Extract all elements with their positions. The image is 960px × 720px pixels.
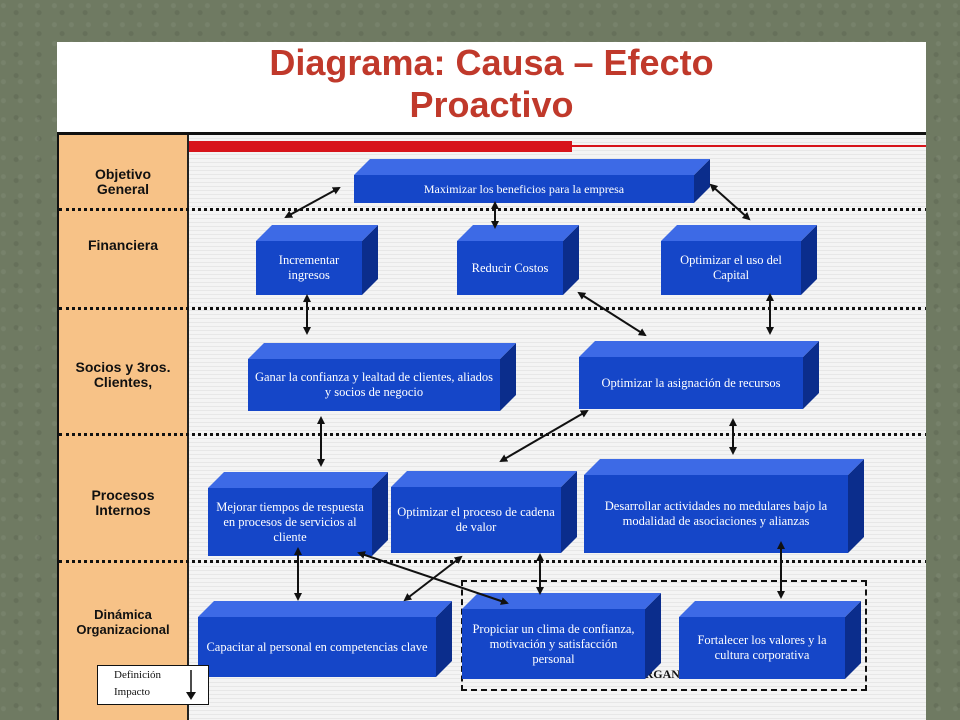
- legend-arrow-icon: [186, 670, 196, 700]
- box-optimizar-recursos: Optimizar la asignación de recursos: [579, 357, 803, 409]
- row-label-dinamica: Dinámica Organizacional: [76, 607, 170, 637]
- box-text: Fortalecer los valores y la cultura corp…: [697, 633, 827, 662]
- title-line-1: Diagrama: Causa – Efecto: [269, 42, 714, 83]
- row-separator: [59, 307, 926, 310]
- box-text: Incrementar ingresos: [278, 253, 340, 282]
- red-accent-bar: [189, 141, 572, 152]
- row-label-financiera: Financiera: [87, 237, 159, 253]
- slide: Diagrama: Causa – Efecto Proactivo Objet…: [57, 42, 926, 720]
- box-reducir-costos: Reducir Costos: [457, 241, 563, 295]
- box-incrementar-ingresos: Incrementar ingresos: [256, 241, 362, 295]
- cause-effect-diagram: Objetivo General Financiera Socios y 3ro…: [57, 132, 926, 720]
- row-label-procesos: Procesos Internos: [91, 487, 155, 518]
- box-text: Desarrollar actividades no medulares baj…: [604, 499, 828, 528]
- legend: Definición Impacto: [97, 665, 209, 705]
- arrow-recursos-cadena: [499, 409, 589, 463]
- box-text: Optimizar el proceso de cadena de valor: [397, 505, 555, 534]
- arrow-cadena-capacitar: [403, 555, 463, 602]
- box-propiciar-clima: Propiciar un clima de confianza, motivac…: [462, 609, 645, 679]
- box-text: Propiciar un clima de confianza, motivac…: [472, 621, 635, 666]
- legend-impacto: Impacto: [114, 686, 151, 698]
- red-accent-line: [572, 145, 926, 147]
- arrow-maximizar-incrementar: [284, 187, 341, 218]
- row-separator: [59, 208, 926, 211]
- box-text: Mejorar tiempos de respuesta en procesos…: [216, 499, 364, 544]
- box-fortalecer-valores: Fortalecer los valores y la cultura corp…: [679, 617, 845, 679]
- box-text: Capacitar al personal en competencias cl…: [206, 639, 428, 654]
- arrow-reducir-recursos: [577, 291, 647, 337]
- row-separator: [59, 560, 926, 563]
- box-text: Optimizar la asignación de recursos: [601, 375, 781, 390]
- box-ganar-confianza: Ganar la confianza y lealtad de clientes…: [248, 359, 500, 411]
- row-separator: [59, 433, 926, 436]
- box-text: Reducir Costos: [471, 260, 549, 275]
- box-maximizar-beneficios: Maximizar los beneficios para la empresa: [354, 175, 694, 203]
- box-desarrollar-actividades: Desarrollar actividades no medulares baj…: [584, 475, 848, 553]
- box-text: Maximizar los beneficios para la empresa: [423, 181, 625, 196]
- legend-definicion: Definición: [114, 669, 162, 681]
- row-label-objetivo: Objetivo General: [94, 166, 151, 197]
- perspective-column: Objetivo General Financiera Socios y 3ro…: [59, 135, 189, 720]
- arrow-maximizar-capital: [709, 183, 751, 221]
- box-optimizar-cadena: Optimizar el proceso de cadena de valor: [391, 487, 561, 553]
- box-capacitar-personal: Capacitar al personal en competencias cl…: [198, 617, 436, 677]
- box-mejorar-tiempos: Mejorar tiempos de respuesta en procesos…: [208, 488, 372, 556]
- box-text: Ganar la confianza y lealtad de clientes…: [254, 370, 494, 399]
- box-text: Optimizar el uso del Capital: [680, 253, 782, 282]
- title-line-2: Proactivo: [409, 84, 574, 125]
- row-label-socios: Socios y 3ros. Clientes,: [75, 359, 171, 390]
- box-optimizar-capital: Optimizar el uso del Capital: [661, 241, 801, 295]
